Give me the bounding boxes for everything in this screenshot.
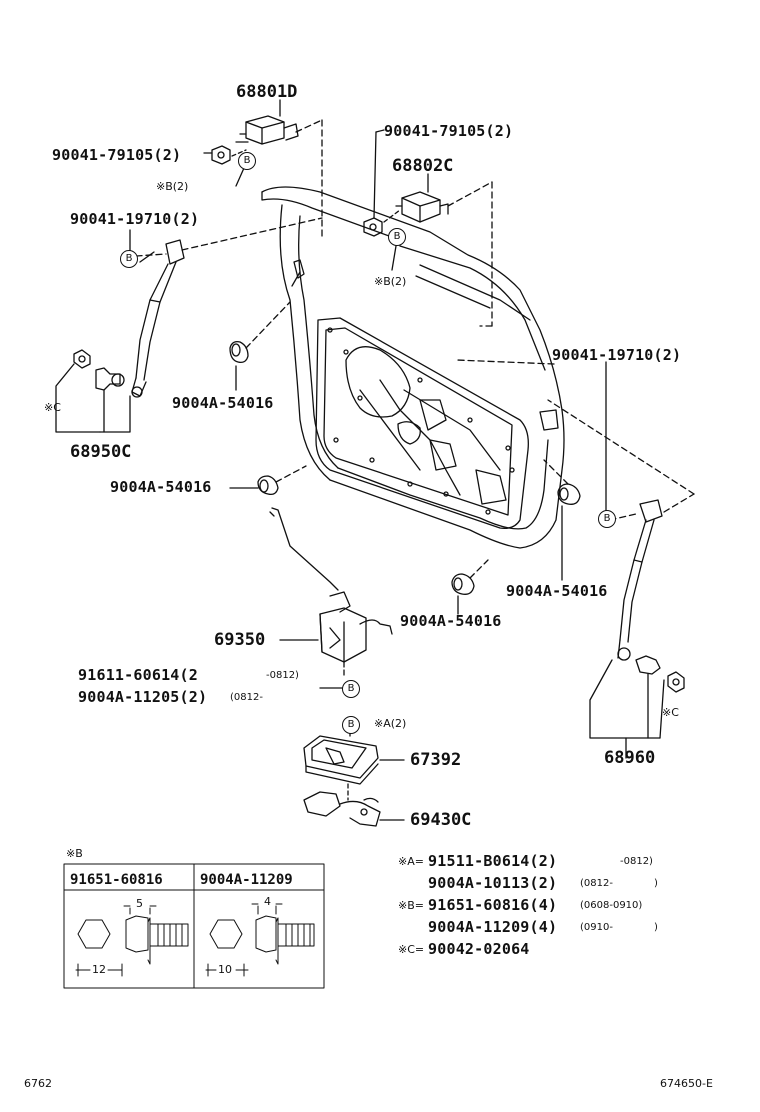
dim-2-bottom: 10 [218,963,232,976]
handle-67392 [303,729,405,801]
label-ref-c-left: ※C [44,401,61,414]
table-col2-header: 9004A-11209 [200,872,293,888]
circle-b-marker: B [120,250,138,268]
dim-1-bottom: 12 [92,963,106,976]
circle-b-marker: B [598,510,616,528]
gas-strut-left [131,217,323,398]
back-door-panel [261,186,565,549]
nut-right [363,129,401,271]
note-a-line1-range: -0812) [620,856,653,867]
label-69430C: 69430C [410,810,472,830]
label-9004A-11205-range: (0812- [230,692,263,703]
label-90041-19710-left: 90041-19710(2) [70,210,200,228]
note-a-line2-range: (0812- [580,878,613,889]
note-a-line2: 9004A-10113(2) [428,874,558,892]
sensor-68801D [235,99,323,237]
footer-page-code: 6762 [24,1077,52,1090]
gas-strut-right [547,399,695,661]
circle-b-marker: B [342,680,360,698]
sensor-68802C [395,173,493,327]
table-col1-header: 91651-60816 [70,872,163,888]
note-a-line1: 91511-B0614(2) [428,852,558,870]
dim-2-top: 4 [264,895,271,908]
label-69350: 69350 [214,630,266,650]
circle-b-marker: B [238,152,256,170]
note-b-mark: ※B= [398,899,424,912]
label-ref-a2: ※A(2) [374,717,407,730]
label-9004A-54016-b: 9004A-54016 [110,478,212,496]
note-c-mark: ※C= [398,943,425,956]
cushion-c [543,459,581,581]
cushion-a [229,301,291,391]
lock-69350 [269,507,393,689]
label-9004A-11205: 9004A-11205(2) [78,688,208,706]
label-68802C: 68802C [392,156,454,176]
note-b-line2-range: (0910- [580,922,613,933]
label-68801D: 68801D [236,82,298,102]
label-90041-79105-right: 90041-79105(2) [384,122,514,140]
leader-lines [129,229,607,511]
label-ref-b2-mid: ※B(2) [374,275,407,288]
note-b-line1-range: (0608-0910) [580,900,643,911]
table-title: ※B [66,847,83,860]
label-9004A-54016-a: 9004A-54016 [172,394,274,412]
footer-figure-code: 674650-E [660,1077,713,1090]
label-68960: 68960 [604,748,656,768]
nut-left [203,145,247,187]
circle-b-marker: B [388,228,406,246]
cushion-b [229,465,307,496]
note-b-line2-close: ) [654,922,658,933]
cushion-d [451,559,489,615]
dim-1-top: 5 [136,897,143,910]
stud-left [55,349,131,433]
label-68950C: 68950C [70,442,132,462]
bolt-table [63,863,325,989]
note-b-line1: 91651-60816(4) [428,896,558,914]
label-91611-60614: 91611-60614(2 [78,666,198,684]
label-67392: 67392 [410,750,462,770]
label-9004A-54016-d: 9004A-54016 [400,612,502,630]
circle-b-marker: B [342,716,360,734]
label-90041-19710-right: 90041-19710(2) [552,346,682,364]
label-ref-c-right: ※C [662,706,679,719]
label-90041-79105-left: 90041-79105(2) [52,146,182,164]
stud-right [589,655,685,759]
label-ref-b2-top: ※B(2) [156,180,189,193]
note-b-line2: 9004A-11209(4) [428,918,558,936]
note-a-line2-close: ) [654,878,658,889]
note-a-mark: ※A= [398,855,424,868]
label-9004A-54016-c: 9004A-54016 [506,582,608,600]
note-c-line1: 90042-02064 [428,940,530,958]
hook-69430C [303,791,405,827]
label-91611-range: -0812) [266,670,299,681]
